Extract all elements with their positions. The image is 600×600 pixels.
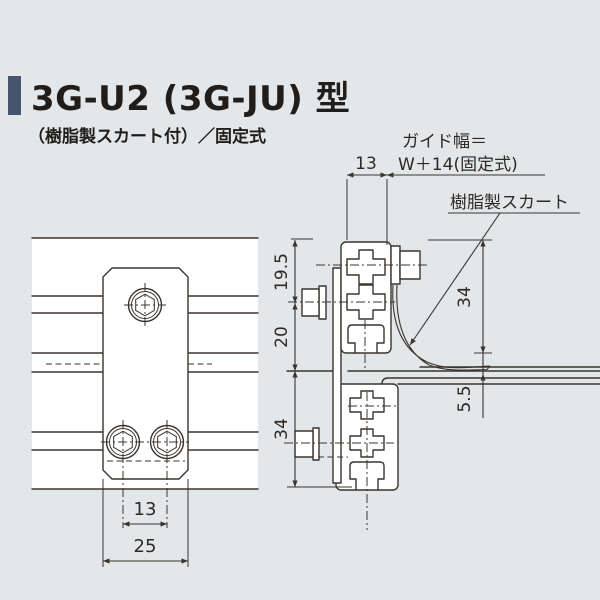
plastic-skirt xyxy=(392,284,491,371)
page-title: 3G-U2 (3G-JU) 型 xyxy=(31,79,351,119)
bolt-low-washer xyxy=(312,427,320,461)
section-centerlines xyxy=(284,264,430,530)
page-subtitle: （樹脂製スカート付）／固定式 xyxy=(28,127,266,147)
guide-width-label-line2: W＋14(固定式) xyxy=(398,155,518,175)
dim-bolt-to-belt-label: 20 xyxy=(272,326,292,348)
ext-lines-left-chain xyxy=(287,238,352,488)
rail-lines xyxy=(31,237,259,490)
skirt-leader-line xyxy=(409,212,501,346)
section-view-drawing: 13 ガイド幅＝ W＋14(固定式) 樹脂製スカート 19.5 20 34 34… xyxy=(272,132,600,530)
dim-plate-width-label: 25 xyxy=(134,536,157,557)
bolt-top-centerlines xyxy=(124,283,166,327)
ext-lines-top xyxy=(346,179,388,245)
skirt-label: 樹脂製スカート xyxy=(450,193,569,213)
guide-slot-3 xyxy=(347,324,385,354)
dim-belt-clearance-label: 5.5 xyxy=(455,385,475,412)
dim-belt-to-bottom-label: 34 xyxy=(272,418,292,440)
dim-bracket-offset-label: 13 xyxy=(355,154,377,174)
dim-top-to-bolt-label: 19.5 xyxy=(272,253,292,291)
belt-lines xyxy=(347,366,600,385)
mounting-plate-side xyxy=(332,267,342,484)
title-accent-bar xyxy=(8,76,21,115)
dim-hole-pitch-label: 13 xyxy=(134,499,157,520)
ext-lines-plate-width xyxy=(102,479,189,567)
dim-guide-height-label: 34 xyxy=(455,286,475,308)
bolt-bottom-centerlines xyxy=(101,420,189,528)
bolt-low-head xyxy=(294,430,314,458)
guide-width-label-line1: ガイド幅＝ xyxy=(402,132,487,152)
front-view-drawing: 13 25 xyxy=(31,237,259,567)
